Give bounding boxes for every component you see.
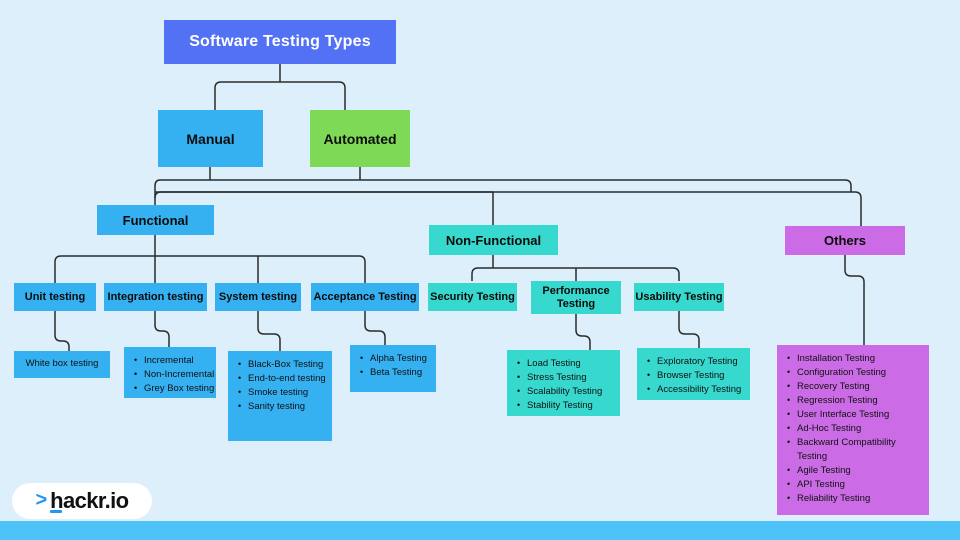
hackr-io-logo[interactable]: > hackr.io	[12, 483, 152, 519]
node-system-testing[interactable]: System testing	[215, 283, 301, 311]
list-item: Beta Testing	[359, 366, 427, 380]
leaf-others[interactable]: Installation Testing Configuration Testi…	[777, 345, 929, 515]
list-item: Load Testing	[516, 356, 611, 371]
node-label-line1: Performance	[542, 284, 610, 297]
list-item: Accessibility Testing	[646, 383, 741, 397]
logo-wordmark: hackr.io	[50, 488, 129, 514]
leaf-list: Incremental Non-Incremental Grey Box tes…	[133, 353, 214, 396]
node-usability-testing[interactable]: Usability Testing	[634, 283, 724, 311]
list-item: API Testing	[786, 478, 920, 492]
node-security-testing[interactable]: Security Testing	[428, 283, 517, 311]
node-unit-testing[interactable]: Unit testing	[14, 283, 96, 311]
list-item: Configuration Testing	[786, 366, 920, 380]
node-acceptance-testing[interactable]: Acceptance Testing	[311, 283, 419, 311]
node-label: Manual	[186, 130, 235, 147]
list-item: Browser Testing	[646, 369, 741, 383]
node-label: Software Testing Types	[189, 33, 371, 50]
list-item: Black-Box Testing	[237, 357, 323, 372]
logo-wordmark-text: hackr.io	[50, 488, 129, 513]
node-label-line2: Testing	[556, 297, 596, 310]
node-others[interactable]: Others	[785, 226, 905, 255]
leaf-list: Alpha Testing Beta Testing	[359, 351, 427, 380]
logo-underline-accent	[50, 510, 63, 513]
list-item: End-to-end testing	[237, 372, 326, 386]
list-item: Scalability Testing	[516, 385, 611, 399]
list-item: Alpha Testing	[359, 351, 427, 366]
leaf-list: Black-Box Testing End-to-end testing Smo…	[237, 357, 326, 414]
node-integration-testing[interactable]: Integration testing	[104, 283, 207, 311]
node-label: Security Testing	[430, 290, 515, 303]
node-label: System testing	[218, 290, 298, 303]
list-item: Regression Testing	[786, 394, 920, 408]
list-item: Stress Testing	[516, 371, 611, 385]
leaf-performance-testing[interactable]: Load Testing Stress Testing Scalability …	[507, 350, 620, 416]
node-label: Usability Testing	[635, 290, 723, 303]
leaf-unit-testing[interactable]: White box testing	[14, 351, 110, 378]
leaf-item: White box testing	[25, 358, 99, 370]
list-item: Smoke testing	[237, 386, 323, 400]
node-functional[interactable]: Functional	[97, 205, 214, 235]
node-label: Acceptance Testing	[313, 290, 417, 303]
node-non-functional[interactable]: Non-Functional	[429, 225, 558, 255]
list-item: User Interface Testing	[786, 408, 920, 422]
list-item: Reliability Testing	[786, 492, 920, 506]
leaf-list: Exploratory Testing Browser Testing Acce…	[646, 354, 741, 397]
list-item: Agile Testing	[786, 464, 920, 478]
leaf-system-testing[interactable]: Black-Box Testing End-to-end testing Smo…	[228, 351, 332, 441]
list-item: Exploratory Testing	[646, 354, 741, 369]
list-item: Recovery Testing	[786, 380, 920, 394]
chevron-right-icon: >	[35, 489, 48, 511]
list-item: Ad-Hoc Testing	[786, 422, 920, 436]
leaf-list: Load Testing Stress Testing Scalability …	[516, 356, 611, 413]
node-label: Others	[824, 233, 866, 248]
node-label: Automated	[323, 130, 397, 147]
leaf-integration-testing[interactable]: Incremental Non-Incremental Grey Box tes…	[124, 347, 216, 398]
list-item: Sanity testing	[237, 400, 323, 414]
list-item: Grey Box testing	[133, 382, 214, 396]
node-label: Unit testing	[24, 290, 86, 303]
bottom-accent-bar	[0, 521, 960, 540]
list-item: Incremental	[133, 353, 207, 368]
leaf-list: Installation Testing Configuration Testi…	[786, 351, 920, 507]
leaf-acceptance-testing[interactable]: Alpha Testing Beta Testing	[350, 345, 436, 392]
list-item: Stability Testing	[516, 399, 611, 413]
node-manual[interactable]: Manual	[158, 110, 263, 167]
list-item: Backward Compatibility Testing	[786, 436, 920, 464]
node-label: Non-Functional	[445, 232, 542, 248]
node-label: Integration testing	[107, 290, 204, 303]
list-item: Installation Testing	[786, 351, 920, 366]
list-item: Non-Incremental	[133, 368, 214, 382]
node-label: Functional	[122, 212, 189, 228]
node-automated[interactable]: Automated	[310, 110, 410, 167]
node-software-testing-types[interactable]: Software Testing Types	[164, 20, 396, 64]
node-performance-testing[interactable]: Performance Testing	[531, 281, 621, 314]
leaf-usability-testing[interactable]: Exploratory Testing Browser Testing Acce…	[637, 348, 750, 400]
